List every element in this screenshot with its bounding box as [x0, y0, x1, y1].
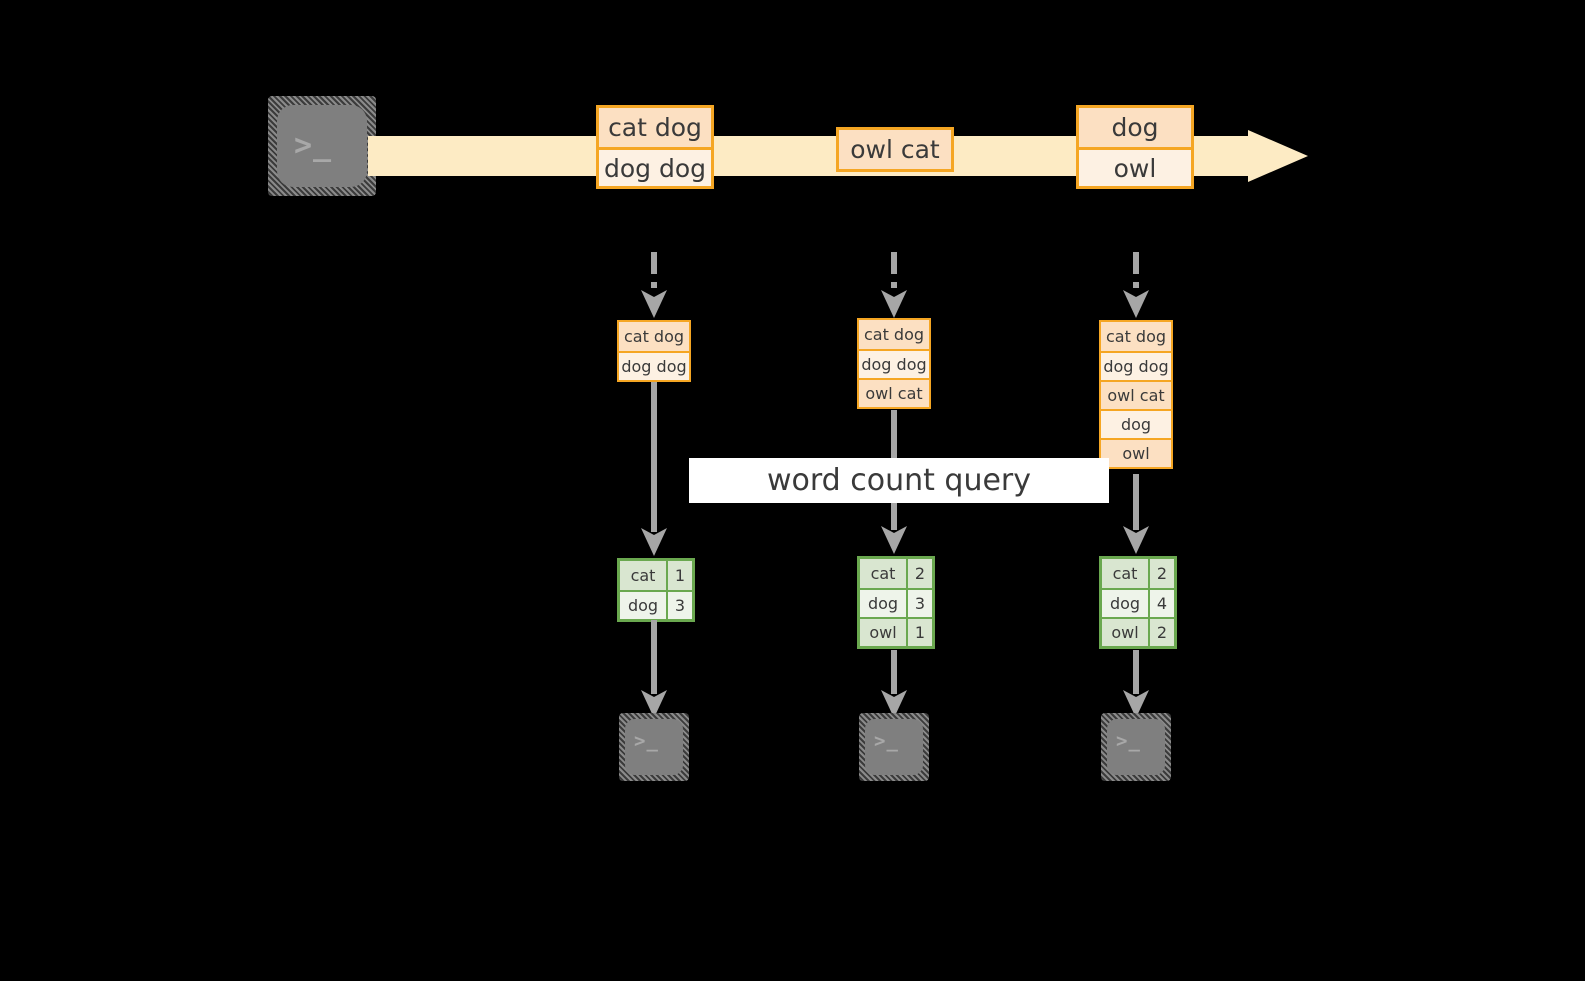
stream-line: owl cat [839, 130, 951, 169]
result-count: 2 [906, 559, 932, 588]
state-line: dog dog [859, 349, 929, 378]
result-table-3: cat 2 dog 4 owl 2 [1099, 556, 1177, 649]
result-count: 1 [906, 619, 932, 646]
result-count: 2 [1148, 619, 1174, 646]
result-to-sink-arrow-1 [641, 620, 667, 718]
result-to-sink-arrow-2 [881, 650, 907, 718]
state-table-2: cat dog dog dog owl cat [857, 318, 931, 409]
sink-terminal-icon-3: >_ [1101, 713, 1171, 781]
result-word: cat [620, 561, 666, 590]
sink-terminal-icon-1: >_ [619, 713, 689, 781]
result-count: 3 [666, 592, 692, 619]
terminal-screen: >_ [1107, 719, 1165, 775]
result-word: dog [1102, 590, 1148, 617]
trigger-arrow-2 [881, 252, 907, 318]
table-row: owl 1 [860, 617, 932, 646]
stream-line: owl [1079, 147, 1191, 186]
table-row: dog 3 [860, 588, 932, 617]
sink-terminal-icon-2: >_ [859, 713, 929, 781]
result-count: 1 [666, 561, 692, 590]
result-to-sink-arrow-3 [1123, 650, 1149, 718]
result-table-2: cat 2 dog 3 owl 1 [857, 556, 935, 649]
result-word: owl [1102, 619, 1148, 646]
stream-line: cat dog [599, 108, 711, 147]
query-banner-label: word count query [766, 463, 1032, 498]
result-count: 2 [1148, 559, 1174, 588]
result-word: owl [860, 619, 906, 646]
stream-line: dog [1079, 108, 1191, 147]
terminal-screen: >_ [277, 105, 367, 187]
result-word: dog [860, 590, 906, 617]
table-row: cat 1 [620, 561, 692, 590]
trigger-arrow-3 [1123, 252, 1149, 318]
table-row: cat 2 [1102, 559, 1174, 588]
trigger-arrow-1 [641, 252, 667, 318]
result-count: 4 [1148, 590, 1174, 617]
state-line: owl cat [859, 378, 929, 407]
state-to-result-arrow-3 [1123, 474, 1149, 554]
terminal-screen: >_ [625, 719, 683, 775]
state-line: dog dog [1101, 351, 1171, 380]
terminal-prompt-glyph: >_ [294, 128, 333, 163]
table-row: cat 2 [860, 559, 932, 588]
terminal-prompt-glyph: >_ [634, 730, 659, 752]
result-word: cat [860, 559, 906, 588]
terminal-prompt-glyph: >_ [1116, 730, 1141, 752]
state-line: dog [1101, 409, 1171, 438]
state-line: owl cat [1101, 380, 1171, 409]
state-line: dog dog [619, 351, 689, 380]
state-line: cat dog [859, 320, 929, 349]
result-table-1: cat 1 dog 3 [617, 558, 695, 622]
result-count: 3 [906, 590, 932, 617]
table-row: dog 4 [1102, 588, 1174, 617]
result-word: cat [1102, 559, 1148, 588]
terminal-prompt-glyph: >_ [874, 730, 899, 752]
query-banner: word count query [689, 458, 1109, 503]
state-to-result-arrow-1 [641, 382, 667, 556]
state-line: cat dog [1101, 322, 1171, 351]
result-word: dog [620, 592, 666, 619]
stream-batch-3: dog owl [1076, 105, 1194, 189]
state-line: owl [1101, 438, 1171, 467]
state-table-1: cat dog dog dog [617, 320, 691, 382]
stream-line: dog dog [599, 147, 711, 186]
source-terminal-icon: >_ [268, 96, 376, 196]
state-line: cat dog [619, 322, 689, 351]
table-row: dog 3 [620, 590, 692, 619]
terminal-screen: >_ [865, 719, 923, 775]
state-table-3: cat dog dog dog owl cat dog owl [1099, 320, 1173, 469]
table-row: owl 2 [1102, 617, 1174, 646]
stream-batch-1: cat dog dog dog [596, 105, 714, 189]
stream-batch-2: owl cat [836, 127, 954, 172]
